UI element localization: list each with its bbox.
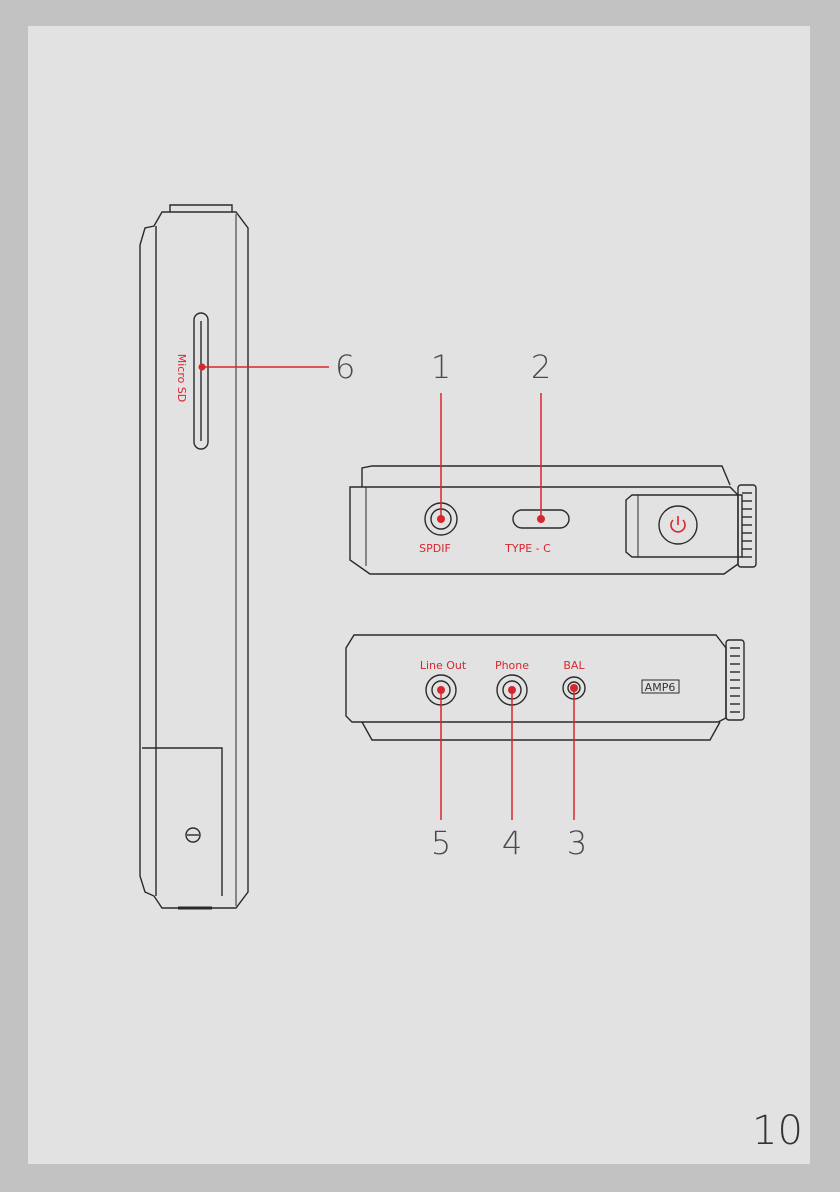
callout-number-3: 3 <box>567 824 587 862</box>
callout-dot-2 <box>537 515 545 523</box>
callout-number-6: 6 <box>335 348 355 386</box>
callout-number-5: 5 <box>431 824 451 862</box>
label-type-c: TYPE - C <box>504 542 551 555</box>
callout-number-1: 1 <box>431 348 451 386</box>
callout-dot-5 <box>437 686 445 694</box>
label-line-out: Line Out <box>420 659 467 672</box>
label-phone: Phone <box>495 659 529 672</box>
callout-number-2: 2 <box>531 348 551 386</box>
label-spdif: SPDIF <box>419 542 451 555</box>
callout-number-4: 4 <box>502 824 522 862</box>
label-micro-sd: Micro SD <box>175 354 188 403</box>
callout-dot-6 <box>199 364 206 371</box>
side-view <box>140 205 248 908</box>
power-icon <box>671 516 685 532</box>
bottom-view <box>346 635 744 740</box>
page-number: 10 <box>752 1108 803 1154</box>
amp-badge: AMP6 <box>645 681 676 694</box>
callout-dot-1 <box>437 515 445 523</box>
top-view <box>350 466 756 574</box>
callout-dot-3 <box>570 684 578 692</box>
callout-dot-4 <box>508 686 516 694</box>
label-bal: BAL <box>563 659 585 672</box>
